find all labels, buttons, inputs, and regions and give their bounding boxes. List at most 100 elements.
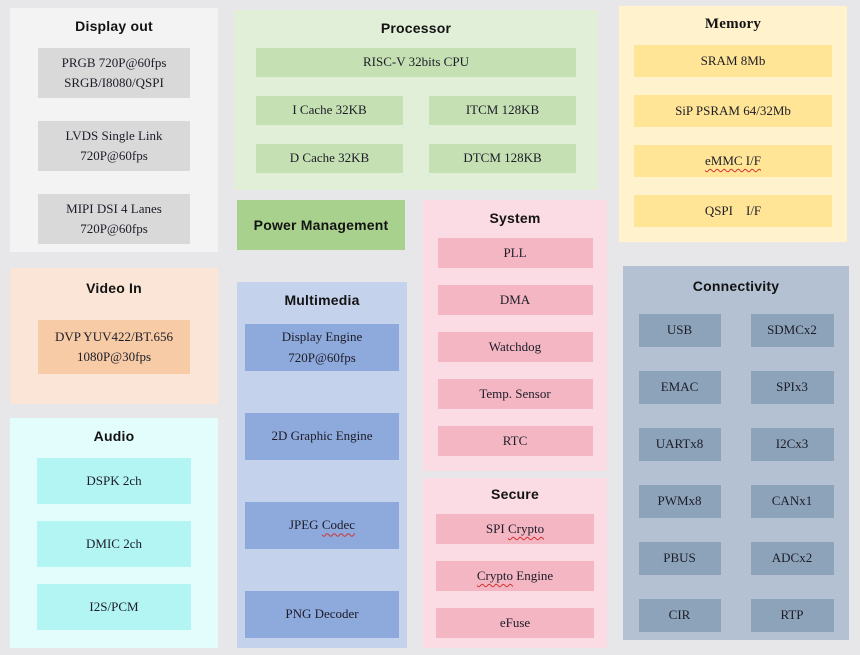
block-label: PLL	[503, 244, 527, 260]
block-label: Crypto Engine	[476, 567, 554, 583]
memory-title: Memory	[704, 16, 762, 32]
block-label: SPIx3	[776, 379, 808, 395]
block-label: MIPI DSI 4 Lanes	[66, 200, 162, 216]
block-label: DSPK 2ch	[86, 472, 142, 488]
processor-title: Processor	[380, 20, 452, 36]
block-risc-v-32bits-cpu: RISC-V 32bits CPU	[256, 48, 576, 77]
processor-blocks: RISC-V 32bits CPU I Cache 32KB ITCM 128KB D…	[256, 48, 576, 173]
block-i-cache-32kb: I Cache 32KB	[256, 96, 403, 125]
block-emmc-i-f: eMMC I/F	[634, 145, 832, 177]
block-label: ITCM 128KB	[465, 102, 540, 118]
system-title: System	[489, 210, 541, 226]
secure-title: Secure	[491, 486, 539, 502]
block-label: Watchdog	[488, 338, 542, 354]
block-jpeg-codec: JPEG Codec	[245, 502, 399, 549]
block-pwmx8: PWMx8	[638, 485, 721, 518]
block-label: SRAM 8Mb	[700, 52, 766, 68]
block-label: I Cache 32KB	[292, 102, 367, 118]
block-dtcm-128kb: DTCM 128KB	[429, 144, 576, 173]
block-itcm-128kb: ITCM 128KB	[429, 96, 576, 125]
block-pbus: PBUS	[638, 542, 721, 575]
block-label: RISC-V 32bits CPU	[363, 54, 469, 70]
block-adcx2: ADCx2	[750, 542, 834, 575]
block-label: SRGB/I8080/QSPI	[64, 75, 164, 90]
spellcheck-squiggle: Codec	[321, 517, 356, 533]
power-management-title: Power Management	[253, 217, 389, 233]
block-label: ADCx2	[771, 550, 813, 566]
block-crypto-engine: Crypto Engine	[436, 561, 594, 591]
block-label: PBUS	[663, 550, 696, 566]
block-efuse: eFuse	[436, 608, 594, 638]
block-label: EMAC	[660, 379, 699, 395]
block-2d-graphic-engine: 2D Graphic Engine	[245, 413, 399, 460]
multimedia-title: Multimedia	[284, 292, 360, 308]
audio-title: Audio	[93, 428, 135, 444]
block-label: USB	[666, 322, 693, 338]
spellcheck-squiggle: eMMC I/F	[705, 152, 761, 168]
block-label: eMMC I/F	[705, 151, 761, 171]
block-label: UARTx8	[655, 436, 704, 452]
block-label: RTC	[502, 432, 528, 448]
block-canx1: CANx1	[750, 485, 834, 518]
block-d-cache-32kb: D Cache 32KB	[256, 144, 403, 173]
block-png-decoder: PNG Decoder	[245, 591, 399, 638]
block-label: I2Cx3	[775, 436, 809, 452]
video-in-title: Video In	[86, 280, 142, 296]
block-label: eFuse	[499, 614, 531, 630]
block-label: SDMCx2	[767, 322, 817, 338]
block-sdmcx2: SDMCx2	[750, 314, 834, 347]
block-label: SPI Crypto	[485, 520, 545, 536]
block-usb: USB	[638, 314, 721, 347]
spellcheck-squiggle: Crypto	[507, 520, 545, 536]
spellcheck-squiggle: Crypto	[476, 567, 514, 583]
block-cir: CIR	[638, 599, 721, 632]
panel-power-management: Power Management	[237, 200, 405, 250]
block-label: D Cache 32KB	[289, 150, 370, 166]
block-label: QSPI I/F	[704, 202, 762, 218]
block-label: DMA	[499, 291, 531, 307]
block-label: RTP	[780, 607, 804, 623]
block-mipi-dsi-4-lanes: MIPI DSI 4 Lanes 720P@60fps	[38, 194, 190, 244]
block-dma: DMA	[437, 285, 593, 315]
block-label: 720P@60fps	[80, 148, 148, 163]
block-label: LVDS Single Link	[65, 127, 163, 143]
block-label: Display Engine	[281, 329, 363, 345]
block-spi-crypto: SPI Crypto	[436, 514, 594, 544]
block-label: CIR	[668, 607, 691, 623]
block-label: DMIC 2ch	[86, 535, 142, 551]
block-sram-8mb: SRAM 8Mb	[634, 45, 832, 77]
block-i2cx3: I2Cx3	[750, 428, 834, 461]
block-label: 2D Graphic Engine	[271, 428, 373, 444]
block-i2s-pcm: I2S/PCM	[37, 584, 191, 630]
block-label: Temp. Sensor	[479, 385, 551, 401]
block-temp-sensor: Temp. Sensor	[437, 379, 593, 409]
block-watchdog: Watchdog	[437, 332, 593, 362]
block-label: DVP YUV422/BT.656	[55, 328, 173, 344]
block-rtp: RTP	[750, 599, 834, 632]
block-pll: PLL	[437, 238, 593, 268]
block-dspk-2ch: DSPK 2ch	[37, 458, 191, 504]
block-emac: EMAC	[638, 371, 721, 404]
block-label: SiP PSRAM 64/32Mb	[675, 102, 791, 118]
block-label: 720P@60fps	[80, 221, 148, 236]
connectivity-title: Connectivity	[692, 278, 780, 294]
